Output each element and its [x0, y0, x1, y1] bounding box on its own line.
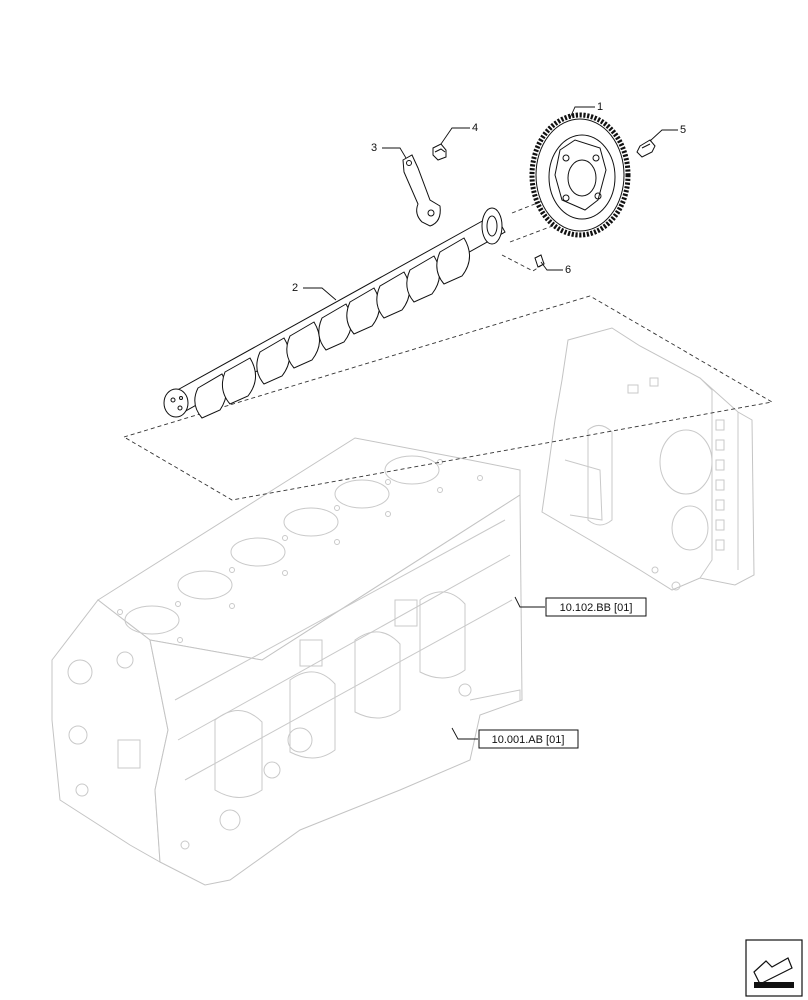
navigation-arrow-icon[interactable]: [745, 939, 803, 997]
callout-1: 1: [597, 101, 603, 113]
camshaft-gear: [529, 112, 631, 238]
callout-2: 2: [292, 282, 298, 294]
callout-5: 5: [680, 124, 686, 136]
callout-4: 4: [472, 122, 478, 134]
callout-6: 6: [565, 264, 571, 276]
gear-cover: [541, 327, 755, 591]
engine-block: [51, 437, 523, 886]
thrust-plate: [402, 154, 441, 227]
bolt-part-5: [636, 139, 656, 158]
callout-leaders: [303, 106, 678, 740]
reference-engine-block-label: 10.001.AB [01]: [492, 734, 565, 746]
camshaft: [163, 207, 506, 419]
reference-engine-block[interactable]: 10.001.AB [01]: [478, 729, 579, 749]
callout-3: 3: [371, 142, 377, 154]
dowel-pin-part-6: [534, 254, 545, 268]
bolt-part-4: [432, 143, 447, 161]
reference-gear-cover-label: 10.102.BB [01]: [560, 602, 633, 614]
reference-gear-cover[interactable]: 10.102.BB [01]: [545, 597, 647, 617]
